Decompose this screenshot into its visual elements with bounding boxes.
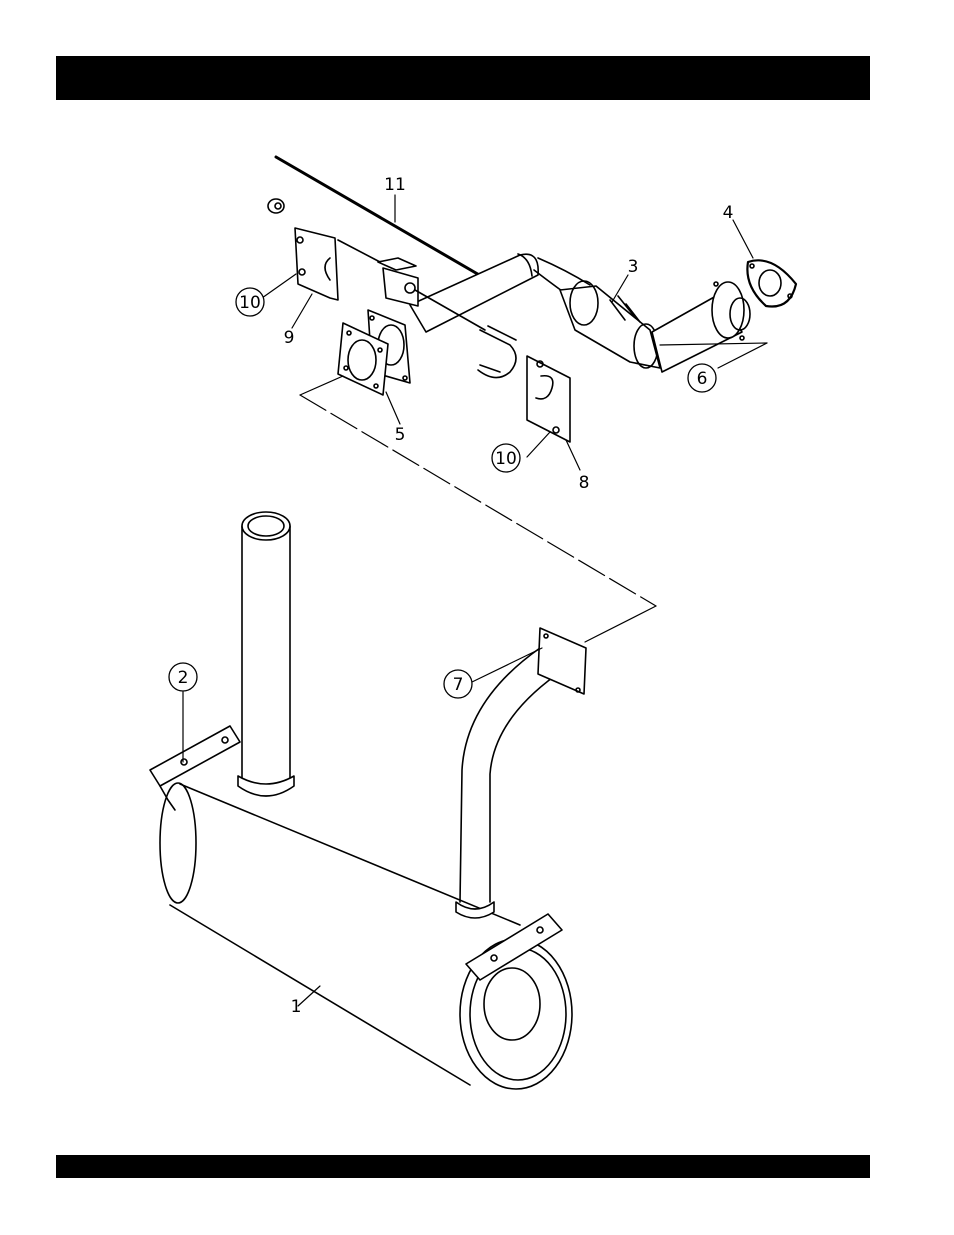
callout-10-upper-label: 10 xyxy=(239,293,261,313)
callout-8: 8 xyxy=(579,473,590,493)
bracket-left xyxy=(150,726,240,810)
gasket-4 xyxy=(747,260,796,306)
inlet-pipe-7 xyxy=(456,628,586,918)
callout-7: 7 xyxy=(444,670,472,698)
callout-9-label: 9 xyxy=(284,328,295,348)
callout-11: 11 xyxy=(384,175,406,195)
flex-pipe-3 xyxy=(560,281,660,368)
callout-7-label: 7 xyxy=(453,675,464,695)
callout-6-label: 6 xyxy=(697,369,708,389)
callout-10-upper: 10 xyxy=(236,288,264,316)
callout-11-label: 11 xyxy=(384,175,406,195)
callout-5-label: 5 xyxy=(395,425,406,445)
clamp-half-9 xyxy=(295,228,338,300)
callout-8-label: 8 xyxy=(579,473,590,493)
callout-6: 6 xyxy=(688,364,716,392)
callout-2-label: 2 xyxy=(178,668,189,688)
callout-3-label: 3 xyxy=(628,257,639,277)
callout-1-label: 1 xyxy=(291,997,302,1017)
callout-10-lower-label: 10 xyxy=(495,449,517,469)
tail-pipe xyxy=(238,512,294,796)
callout-9: 9 xyxy=(284,328,295,348)
nut xyxy=(268,199,284,213)
callout-4-label: 4 xyxy=(723,203,734,223)
callout-4: 4 xyxy=(723,203,734,223)
callout-1: 1 xyxy=(291,997,302,1017)
clamp-half-8 xyxy=(527,356,570,442)
callout-10-lower: 10 xyxy=(492,444,520,472)
callout-2: 2 xyxy=(169,663,197,691)
callout-3: 3 xyxy=(628,257,639,277)
muffler-body xyxy=(160,783,572,1089)
u-bolt xyxy=(478,326,516,378)
callout-5: 5 xyxy=(395,425,406,445)
